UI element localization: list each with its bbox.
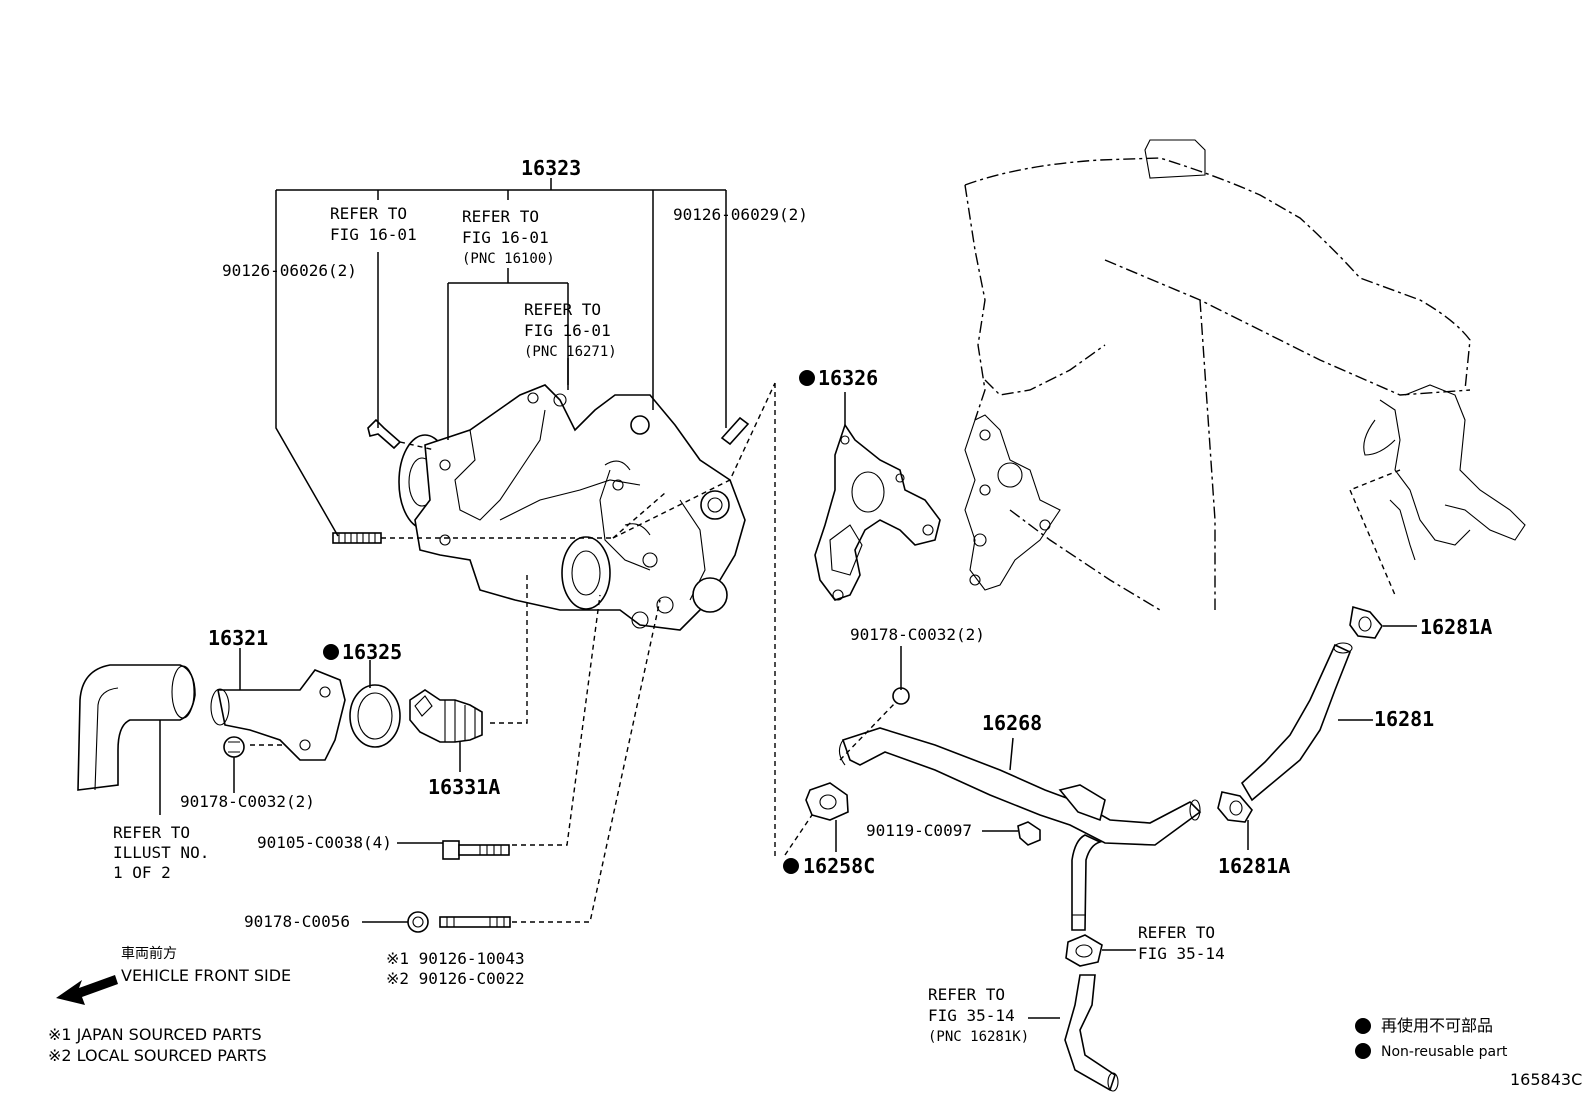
- ref5-line2: FIG 35-14: [1138, 944, 1225, 963]
- legend-dot-2: [1355, 1043, 1371, 1059]
- legend-jp: 再使用不可部品: [1381, 1016, 1493, 1035]
- clamp-16281A-bottom: [1217, 791, 1253, 823]
- ref2-line3: (PNC 16100): [462, 251, 555, 267]
- label-16326: 16326: [818, 366, 878, 390]
- label-10043: ※1 90126-10043: [386, 949, 525, 968]
- nut-c0056: [407, 911, 429, 933]
- gasket-16325: [349, 684, 401, 748]
- hose-bottom: [1064, 974, 1119, 1092]
- footnote-1: ※1 JAPAN SOURCED PARTS: [48, 1025, 262, 1044]
- dashed-alignment-lines: [250, 382, 896, 923]
- ref1-line2: FIG 16-01: [330, 225, 417, 244]
- label-c0032-left: 90178-C0032(2): [180, 792, 315, 811]
- bolt-c0038: [442, 840, 510, 860]
- nut-c0032-right: [892, 687, 910, 705]
- legend-en: Non-reusable part: [1381, 1044, 1508, 1060]
- engine-block: [964, 139, 1526, 611]
- label-16281A-bottom: 16281A: [1218, 854, 1290, 878]
- front-en: VEHICLE FRONT SIDE: [121, 966, 291, 985]
- label-16281A-top: 16281A: [1420, 615, 1492, 639]
- stud-bottom: [439, 916, 511, 928]
- stud-left: [332, 532, 382, 544]
- bolt-top: [367, 418, 402, 450]
- hose-left: [77, 664, 196, 791]
- label-c0038: 90105-C0038(4): [257, 833, 392, 852]
- ref1-line1: REFER TO: [330, 204, 407, 223]
- ref6-line2: FIG 35-14: [928, 1006, 1015, 1025]
- vehicle-front-arrow-icon: [56, 975, 118, 1005]
- leader-lines: [159, 178, 1417, 1019]
- label-16325: 16325: [342, 640, 402, 664]
- label-06029: 90126-06029(2): [673, 205, 808, 224]
- label-16281: 16281: [1374, 707, 1434, 731]
- ref4-line2: ILLUST NO.: [113, 843, 209, 862]
- label-16321: 16321: [208, 626, 268, 650]
- non-reusable-dot-16326: [799, 370, 815, 386]
- non-reusable-dot-16258C: [783, 858, 799, 874]
- stud-right: [720, 416, 750, 446]
- label-16323: 16323: [521, 156, 581, 180]
- ref4-line1: REFER TO: [113, 823, 190, 842]
- diagram-id: 165843C: [1510, 1070, 1582, 1089]
- ref6-line1: REFER TO: [928, 985, 1005, 1004]
- label-16331A: 16331A: [428, 775, 500, 799]
- bolt-left: [223, 736, 245, 758]
- label-c0056: 90178-C0056: [244, 912, 350, 931]
- clamp-16281A-top: [1349, 605, 1383, 639]
- ref2-line1: REFER TO: [462, 207, 539, 226]
- label-06026: 90126-06026(2): [222, 261, 357, 280]
- footnote-2: ※2 LOCAL SOURCED PARTS: [48, 1046, 267, 1065]
- gasket-16258C: [805, 782, 849, 821]
- water-pump-assembly: [398, 384, 746, 631]
- label-c0097: 90119-C0097: [866, 821, 972, 840]
- bolt-c0097: [1017, 821, 1041, 846]
- ref5-line1: REFER TO: [1138, 923, 1215, 942]
- label-c0032-right: 90178-C0032(2): [850, 625, 985, 644]
- ref4-line3: 1 OF 2: [113, 863, 171, 882]
- ref6-line3: (PNC 16281K): [928, 1029, 1029, 1045]
- labels: 16323 REFER TO FIG 16-01 REFER TO FIG 16…: [48, 156, 1582, 1089]
- ref3-line2: FIG 16-01: [524, 321, 611, 340]
- water-outlet-16321: [210, 669, 346, 761]
- label-16258C: 16258C: [803, 854, 875, 878]
- non-reusable-dot-16325: [323, 644, 339, 660]
- ref3-line3: (PNC 16271): [524, 344, 617, 360]
- ref3-line1: REFER TO: [524, 300, 601, 319]
- ref2-line2: FIG 16-01: [462, 228, 549, 247]
- front-jp: 車両前方: [121, 945, 177, 962]
- hose-16281: [1240, 642, 1353, 802]
- thermostat-16331A: [409, 689, 483, 743]
- clamp-bottom-hose: [1065, 934, 1103, 967]
- legend-dot-1: [1355, 1018, 1371, 1034]
- label-c0022: ※2 90126-C0022: [386, 969, 525, 988]
- label-16268: 16268: [982, 711, 1042, 735]
- pipe-16268: [838, 727, 1202, 931]
- gasket-16326: [814, 423, 941, 601]
